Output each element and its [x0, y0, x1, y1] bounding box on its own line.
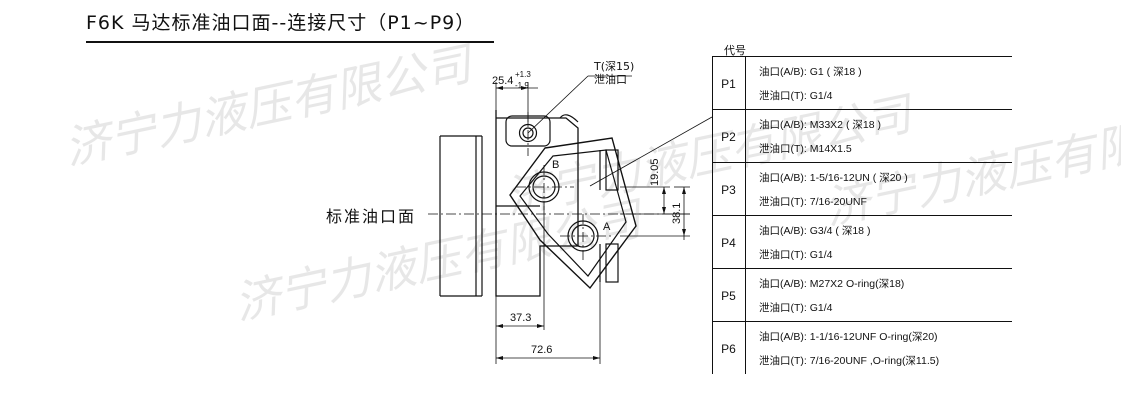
table-row: P1 油口(A/B): G1 ( 深18 ) 泄油口(T): G1/4: [712, 56, 1012, 110]
port-body-outline: [495, 110, 579, 297]
dim-tolerance-plus: +1.3: [515, 70, 531, 79]
row-main-spec: 油口(A/B): G1 ( 深18 ): [759, 66, 862, 78]
row-code: P5: [721, 288, 736, 303]
page-title: F6K 马达标准油口面--连接尺寸（P1~P9）: [86, 12, 476, 34]
row-drain-spec: 泄油口(T): M14X1.5: [759, 143, 852, 155]
port-b-label: B: [552, 159, 559, 171]
dim-25-4: 25.4: [492, 75, 513, 87]
drain-port-hole: [518, 123, 538, 143]
table-row: P5 油口(A/B): M27X2 O-ring(深18) 泄油口(T): G1/…: [712, 268, 1012, 322]
row-main-spec: 油口(A/B): M33X2 ( 深18 ): [759, 119, 881, 131]
table-row: P2 油口(A/B): M33X2 ( 深18 ) 泄油口(T): M14X1.5: [712, 109, 1012, 163]
drain-port-label-line2: 泄油口: [594, 73, 627, 86]
row-code: P1: [721, 76, 736, 91]
row-code: P6: [721, 341, 736, 356]
title-underline: [86, 41, 494, 43]
table-row: P6 油口(A/B): 1-1/16-12UNF O-ring(深20) 泄油口(…: [712, 321, 1012, 375]
row-main-spec: 油口(A/B): 1-1/16-12UNF O-ring(深20): [759, 331, 938, 343]
drain-port-label: T(深15) 泄油口: [594, 60, 634, 86]
dim-37-3: 37.3: [510, 312, 531, 324]
drain-port-label-line1: T(深15): [594, 60, 635, 73]
row-drain-spec: 泄油口(T): 7/16-20UNF ,O-ring(深11.5): [759, 355, 940, 367]
dim-72-6: 72.6: [531, 344, 552, 356]
dim-38-1: 38.1: [671, 203, 683, 224]
row-code: P2: [721, 129, 736, 144]
row-drain-spec: 泄油口(T): G1/4: [759, 249, 833, 261]
table-row: P4 油口(A/B): G3/4 ( 深18 ) 泄油口(T): G1/4: [712, 215, 1012, 269]
row-drain-spec: 泄油口(T): G1/4: [759, 302, 833, 314]
port-a-label: A: [603, 221, 611, 233]
row-main-spec: 油口(A/B): 1-5/16-12UN ( 深20 ): [759, 172, 908, 184]
table-row: P3 油口(A/B): 1-5/16-12UN ( 深20 ) 泄油口(T): 7…: [712, 162, 1012, 216]
row-code: P4: [721, 235, 736, 250]
table-header: 代号: [724, 44, 746, 57]
row-main-spec: 油口(A/B): G3/4 ( 深18 ): [759, 225, 871, 237]
row-drain-spec: 泄油口(T): 7/16-20UNF: [759, 196, 867, 208]
face-label: 标准油口面: [326, 207, 417, 226]
row-code: P3: [721, 182, 736, 197]
row-drain-spec: 泄油口(T): G1/4: [759, 90, 833, 102]
dim-19-05: 19.05: [649, 158, 661, 186]
dim-tolerance-minus: -1.9: [515, 81, 529, 90]
port-flange: [509, 137, 637, 290]
row-main-spec: 油口(A/B): M27X2 O-ring(深18): [759, 278, 905, 290]
bolt-lower: [605, 243, 619, 283]
